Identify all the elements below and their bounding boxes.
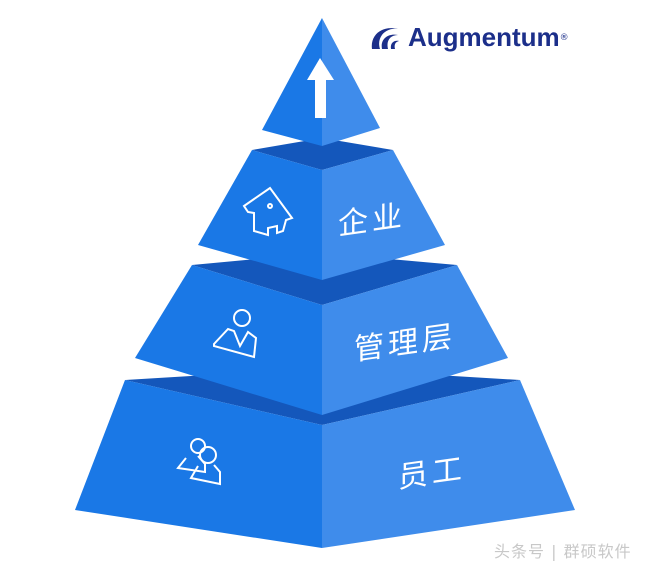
logo-mark-icon (371, 27, 399, 49)
employees-icon (176, 438, 221, 486)
manager-icon (213, 309, 258, 359)
watermark: 头条号 | 群硕软件 (494, 542, 632, 561)
registered-mark: ® (559, 32, 569, 43)
tier-top (262, 18, 380, 146)
augmentum-logo: Augmentum ® (368, 22, 569, 53)
logo-text: Augmentum (408, 22, 560, 52)
up-arrow-icon (307, 58, 334, 118)
house-icon (242, 186, 294, 237)
tier-enterprise (198, 138, 445, 280)
